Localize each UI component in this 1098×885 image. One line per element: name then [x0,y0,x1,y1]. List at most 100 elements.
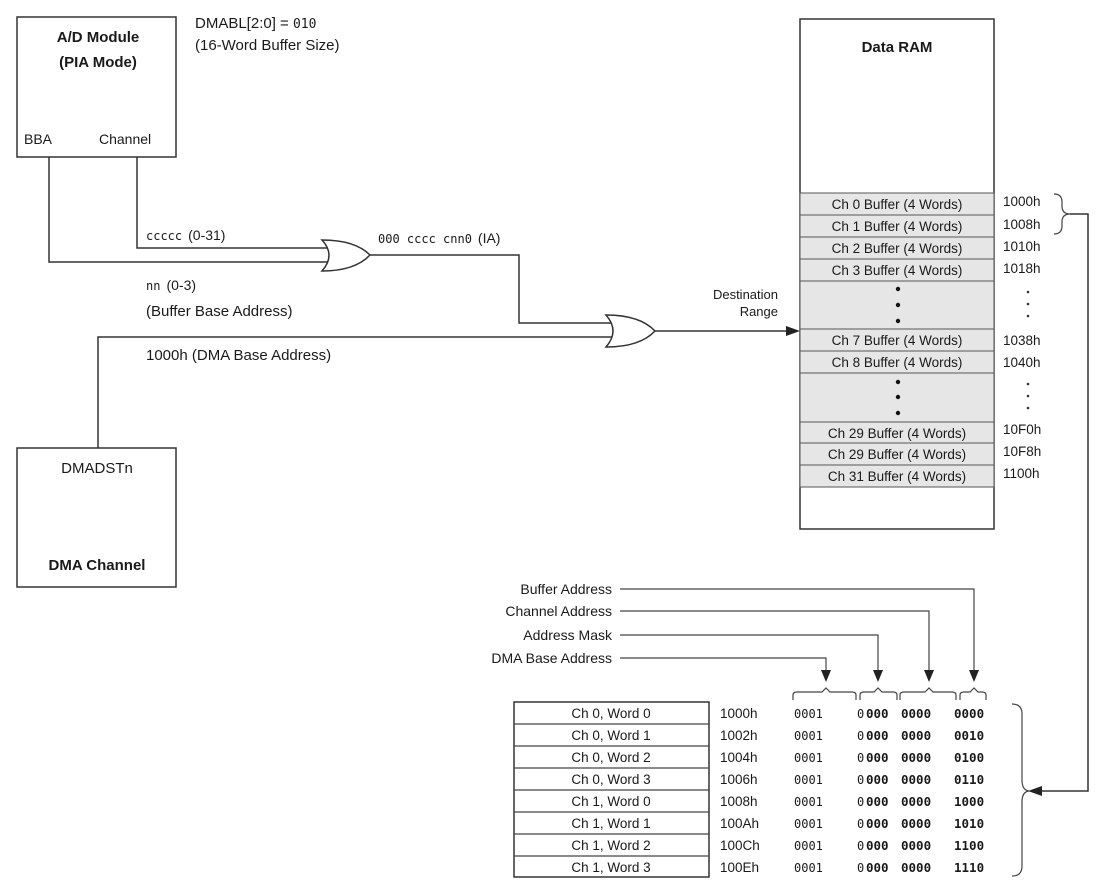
or-gate-2 [604,314,657,348]
leader-arrowhead [873,670,883,682]
ia-code: 000 cccc cnn0 [378,232,472,246]
ram-address: 10F0h [1003,422,1041,437]
bits-base: 0 [857,751,864,765]
bits-base: 0 [857,817,864,831]
bits-channel: 0000 [901,794,931,809]
word-label: Ch 1, Word 3 [571,860,650,875]
word-table-brace [1011,703,1031,877]
destination-arrowhead [786,326,800,336]
bits-buffer: 0010 [954,728,984,743]
bits-base: 0001 [794,817,823,831]
dma-channel-title: DMA Channel [49,557,146,574]
ram-address: 1040h [1003,355,1041,370]
buffer-address-label: Buffer Address [520,581,612,597]
bits-channel: 0000 [901,706,931,721]
ram-address: 1018h [1003,261,1041,276]
bits-mask: 000 [866,706,889,721]
bits-buffer: 1000 [954,794,984,809]
ram-row-label: Ch 8 Buffer (4 Words) [832,355,963,370]
ch01-bracket [1053,193,1071,235]
ram-address: 1010h [1003,239,1041,254]
bits-base: 0001 [794,861,823,875]
bits-base: 0001 [794,773,823,787]
dma-channel-box [16,447,177,588]
bits-base: 0 [857,773,864,787]
ram-address: 1008h [1003,217,1041,232]
ad-module-title: A/D Module [57,29,140,46]
ram-address: 1100h [1003,466,1040,481]
bits-base: 0 [857,861,864,875]
word-label: Ch 0, Word 1 [571,728,650,743]
bracket-arrowhead [1028,786,1042,796]
address-mask-label: Address Mask [523,627,613,643]
dmadstn-register: DMADSTn [61,460,133,477]
word-address: 1004h [720,750,758,765]
dma-channel: DMADSTn DMA Channel [16,447,177,588]
bits-channel: 0000 [901,860,931,875]
bba-wire [48,157,328,263]
dma-base-label: 1000h (DMA Base Address) [146,347,331,364]
ellipsis-dot [895,394,901,400]
channel-port-label: Channel [99,131,151,147]
word-address: 1002h [720,728,758,743]
word-label: Ch 0, Word 2 [571,750,650,765]
bits-base: 0 [857,707,864,721]
ram-address: 10F8h [1003,444,1041,459]
bits-mask: 000 [866,728,889,743]
dma-base-wire [97,336,612,448]
bits-buffer: 0000 [954,706,984,721]
buffer-base-label: (Buffer Base Address) [146,303,292,320]
dmabl-setting: DMABL[2:0] = 010 [195,15,316,32]
word-label: Ch 1, Word 0 [571,794,650,809]
ram-address: 1038h [1003,333,1041,348]
bits-base: 0001 [794,707,823,721]
bits-mask: 000 [866,860,889,875]
ram-row [799,464,995,488]
nn-code: nn [146,279,160,293]
bits-mask: 000 [866,794,889,809]
ellipsis-dot [895,302,901,308]
ram-row-label: Ch 3 Buffer (4 Words) [832,263,963,278]
ccccc-range: (0-31) [188,227,225,243]
ccccc-label: ccccc (0-31) [146,227,225,243]
nn-range: (0-3) [166,277,196,293]
bits-buffer: 1110 [954,860,984,875]
dma-base-address-label: DMA Base Address [491,650,612,666]
ram-row-label: Ch 7 Buffer (4 Words) [832,333,963,348]
bits-base: 0001 [794,839,823,853]
bits-buffer: 0110 [954,772,984,787]
buffer-address-leader [620,588,975,676]
bits-channel: 0000 [901,838,931,853]
word-address: 100Eh [720,860,759,875]
bits-buffer: 0100 [954,750,984,765]
bba-port-label: BBA [24,131,53,147]
data-ram-title: Data RAM [862,39,933,56]
leader-arrowhead [924,670,934,682]
bracket-connector [1040,213,1089,792]
ia-wire [370,254,612,324]
field-brace [959,687,987,700]
bits-mask: 000 [866,838,889,853]
bits-buffer: 1100 [954,838,984,853]
ccccc-code: ccccc [146,229,182,243]
ellipsis-dot [895,286,901,292]
ram-row-label: Ch 29 Buffer (4 Words) [828,426,966,441]
channel-address-label: Channel Address [505,603,612,619]
address-mask-leader [620,634,879,676]
range-label: Range [740,304,778,319]
bits-base: 0 [857,729,864,743]
ram-address: 1000h [1003,194,1041,209]
bits-channel: 0000 [901,728,931,743]
leader-arrowhead [969,670,979,682]
word-label: Ch 0, Word 3 [571,772,650,787]
word-label: Ch 1, Word 1 [571,816,650,831]
dmabl-value: 010 [293,17,316,32]
ram-row-label: Ch 31 Buffer (4 Words) [828,469,966,484]
ia-label: 000 cccc cnn0(IA) [378,230,500,246]
word-label: Ch 1, Word 2 [571,838,650,853]
